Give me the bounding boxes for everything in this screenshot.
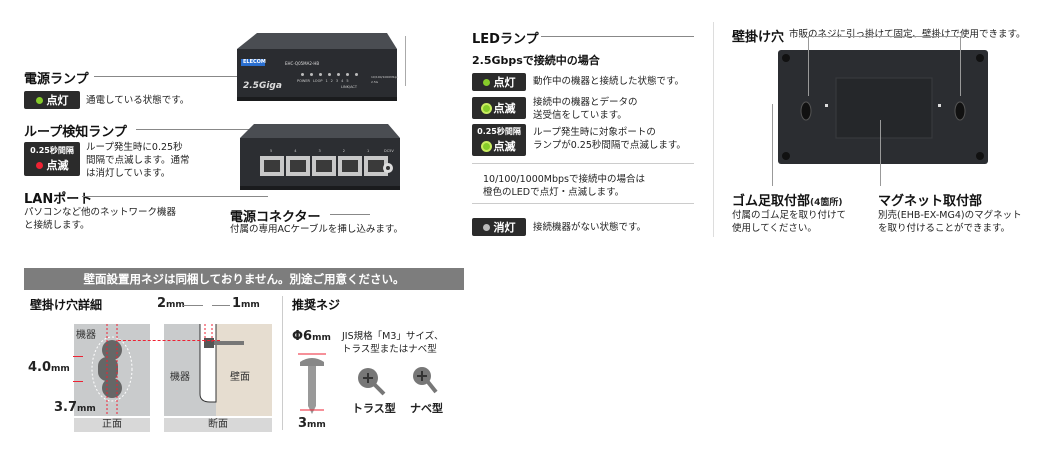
giga-logo: 2.5Giga bbox=[243, 81, 282, 91]
recommended-title: 推奨ネジ bbox=[292, 298, 341, 312]
phi-6: Φ6mm bbox=[292, 329, 331, 344]
foot-pointer-line bbox=[772, 104, 773, 186]
dim-2mm-line bbox=[183, 305, 203, 306]
gray-led-icon bbox=[482, 223, 490, 231]
led-divider-2 bbox=[472, 203, 694, 204]
loop-lamp-leader bbox=[136, 129, 301, 130]
dim-2mm: 2mm bbox=[157, 296, 185, 311]
wall-hole-pointer-left bbox=[808, 36, 809, 96]
lan-port-title: LANポート bbox=[24, 192, 93, 207]
section-wall-panel bbox=[216, 324, 272, 416]
section-device-label: 機器 bbox=[170, 372, 190, 383]
dim-1mm-line bbox=[212, 305, 230, 306]
magnet-pointer-line bbox=[880, 120, 881, 186]
wall-hole-title: 壁掛け穴 bbox=[732, 30, 785, 45]
dc-label: DC5V bbox=[384, 149, 394, 153]
brand-logo: ELECOM bbox=[243, 59, 266, 65]
section-divider bbox=[713, 22, 714, 237]
hole-detail-title: 壁掛け穴詳細 bbox=[30, 298, 103, 312]
power-lamp-leader bbox=[94, 76, 294, 77]
led-title: LEDランプ bbox=[472, 32, 539, 47]
led-blink-badge: 点滅 bbox=[472, 97, 526, 119]
magnet-title: マグネット取付部 bbox=[878, 194, 983, 209]
truss-label: トラス型 bbox=[352, 402, 396, 415]
power-lamp-title: 電源ランプ bbox=[24, 72, 89, 87]
lan-port-leader bbox=[82, 196, 268, 197]
led-off-badge: 消灯 bbox=[472, 218, 526, 236]
led-blink-desc: 接続中の機器とデータの送受信をしています。 bbox=[533, 97, 638, 121]
led-leader bbox=[541, 36, 694, 37]
led-pointer-line bbox=[405, 36, 406, 86]
wall-hole-pointer-top bbox=[808, 36, 960, 37]
rubber-foot-desc: 付属のゴム足を取り付けて使用してください。 bbox=[732, 210, 847, 234]
power-connector-leader bbox=[330, 214, 370, 215]
screw-notice-band: 壁面設置用ネジは同梱しておりません。別途ご用意ください。 bbox=[24, 268, 464, 290]
led-subtitle: 2.5Gbpsで接続中の場合 bbox=[472, 54, 600, 67]
section-wall-label: 壁面 bbox=[230, 372, 250, 383]
screw-side-image bbox=[292, 350, 332, 420]
model-label: EHC-Q05MA2-HB bbox=[285, 61, 320, 66]
led-loop-desc: ループ発生時に対象ポートのランプが0.25秒間隔で点滅します。 bbox=[533, 127, 686, 151]
keyhole-shape bbox=[74, 324, 150, 416]
loop-lamp-title: ループ検知ランプ bbox=[24, 125, 127, 140]
green-blink-icon bbox=[482, 142, 490, 150]
dim-1mm: 1mm bbox=[232, 296, 260, 311]
green-led-icon bbox=[35, 96, 43, 104]
led-divider-1 bbox=[472, 163, 694, 164]
magnet-desc: 別売(EHB-EX-MG4)のマグネットを取り付けることができます。 bbox=[878, 210, 1022, 234]
section-caption: 断面 bbox=[164, 418, 272, 432]
loop-lamp-desc: ループ発生時に0.25秒間隔で点滅します。通常は消灯しています。 bbox=[86, 142, 190, 179]
dim-4-0: 4.0mm bbox=[28, 360, 70, 375]
dim-4-0-bracket bbox=[73, 356, 83, 382]
green-blink-icon bbox=[482, 104, 490, 112]
hole-to-section-guide bbox=[118, 340, 220, 341]
green-led-icon bbox=[482, 78, 490, 86]
wall-hole-desc: 市販のネジに引っ掛けて固定、壁掛けで使用できます。 bbox=[789, 29, 1026, 40]
dim-3-7: 3.7mm bbox=[54, 400, 96, 415]
power-connector-desc: 付属の専用ACケーブルを挿し込みます。 bbox=[230, 224, 403, 235]
power-lamp-badge: 点灯 bbox=[24, 91, 80, 109]
led-on-desc: 動作中の機器と接続した状態です。 bbox=[533, 76, 685, 87]
section-screw-drawing bbox=[164, 324, 272, 416]
led-loop-badge: 0.25秒間隔 点滅 bbox=[472, 124, 526, 156]
lan-port-desc: パソコンなど他のネットワーク機器と接続します。 bbox=[24, 207, 177, 231]
link-label: LINK/ACT bbox=[341, 85, 357, 89]
recommended-divider bbox=[282, 296, 283, 430]
device-bottom-image bbox=[776, 48, 990, 166]
led-off-desc: 接続機器がない状態です。 bbox=[533, 222, 647, 233]
wall-hole-pointer-right bbox=[960, 36, 961, 96]
truss-screw-icon bbox=[356, 366, 386, 396]
pan-label: ナベ型 bbox=[410, 402, 443, 415]
led-on-badge: 点灯 bbox=[472, 73, 526, 91]
rubber-foot-heading: ゴム足取付部(4箇所) bbox=[732, 194, 843, 209]
led-note: 10/100/1000Mbpsで接続中の場合は橙色のLEDで点灯・点滅します。 bbox=[483, 174, 646, 198]
power-lamp-desc: 通電している状態です。 bbox=[86, 95, 190, 106]
hole-front-device-label: 機器 bbox=[76, 330, 96, 341]
red-blink-icon bbox=[35, 161, 43, 169]
loop-lamp-badge: 0.25秒間隔 点滅 bbox=[24, 142, 80, 176]
dim-3mm: 3mm bbox=[298, 416, 326, 431]
front-led-row bbox=[301, 73, 358, 76]
pan-screw-icon bbox=[408, 364, 438, 394]
recommended-spec: JIS規格「M3」サイズ、トラス型またはナベ型 bbox=[342, 331, 444, 355]
power-connector-title: 電源コネクター bbox=[230, 210, 321, 225]
front-caption: 正面 bbox=[74, 418, 150, 432]
